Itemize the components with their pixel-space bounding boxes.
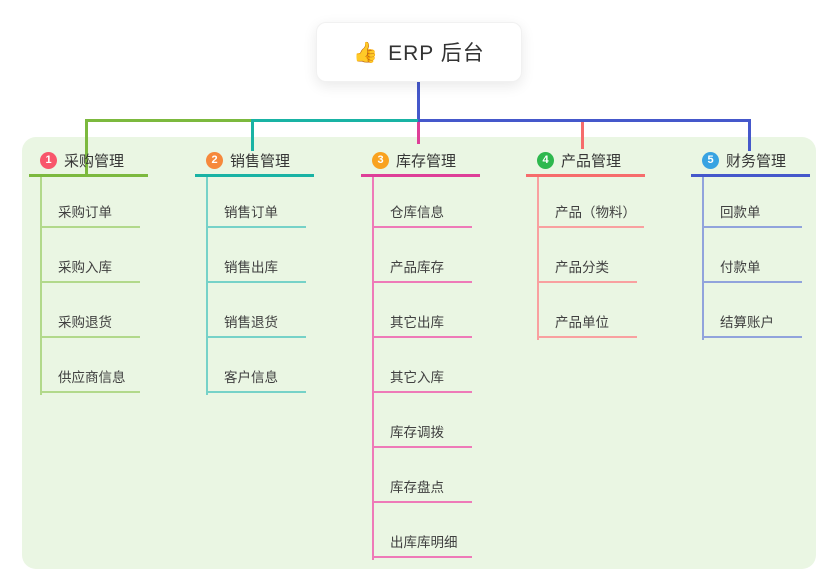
branch-header-finance[interactable]: 5 财务管理 (691, 146, 810, 177)
branch-label: 财务管理 (726, 152, 787, 170)
child-connector-line (702, 177, 704, 340)
node-item[interactable]: 采购退货 (40, 312, 140, 338)
connector-bus-blue (418, 119, 751, 122)
branch-number-badge: 3 (372, 151, 389, 169)
node-item[interactable]: 采购入库 (40, 257, 140, 283)
connector-drop-finance (748, 119, 751, 151)
branch-number-badge: 4 (537, 151, 554, 169)
root-node[interactable]: 👍 ERP 后台 (316, 22, 522, 82)
child-connector-line (206, 177, 208, 395)
node-item[interactable]: 其它出库 (372, 312, 472, 338)
node-item[interactable]: 其它入库 (372, 367, 472, 393)
connector-drop-inventory (417, 122, 420, 144)
connector-drop-purchase (85, 119, 88, 177)
node-item[interactable]: 仓库信息 (372, 202, 472, 228)
branch-number-badge: 1 (40, 151, 57, 169)
branch-number-badge: 2 (206, 151, 223, 169)
child-connector-line (40, 177, 42, 395)
branch-column-inventory: 3 库存管理 仓库信息 产品库存 其它出库 其它入库 库存调拨 库存盘点 出库库… (361, 0, 511, 588)
root-title: ERP 后台 (388, 42, 485, 65)
branch-label: 销售管理 (230, 152, 291, 170)
branch-column-sales: 2 销售管理 销售订单 销售出库 销售退货 客户信息 (195, 0, 345, 588)
child-connector-line (372, 177, 374, 560)
node-item[interactable]: 销售出库 (206, 257, 306, 283)
node-item[interactable]: 采购订单 (40, 202, 140, 228)
branch-column-product: 4 产品管理 产品（物料） 产品分类 产品单位 (526, 0, 676, 588)
node-item[interactable]: 产品分类 (537, 257, 637, 283)
node-item[interactable]: 出库库明细 (372, 532, 472, 558)
node-item[interactable]: 产品库存 (372, 257, 472, 283)
branch-header-sales[interactable]: 2 销售管理 (195, 146, 314, 177)
node-item[interactable]: 销售退货 (206, 312, 306, 338)
connector-drop-product (581, 122, 584, 149)
node-item[interactable]: 客户信息 (206, 367, 306, 393)
node-item[interactable]: 库存调拨 (372, 422, 472, 448)
node-item[interactable]: 供应商信息 (40, 367, 140, 393)
branch-label: 采购管理 (64, 152, 125, 170)
branch-column-finance: 5 财务管理 回款单 付款单 结算账户 (691, 0, 839, 588)
node-item[interactable]: 回款单 (702, 202, 802, 228)
node-item[interactable]: 付款单 (702, 257, 802, 283)
node-item[interactable]: 销售订单 (206, 202, 306, 228)
node-item[interactable]: 库存盘点 (372, 477, 472, 503)
connector-bus-teal (253, 119, 418, 122)
child-connector-line (537, 177, 539, 340)
node-item[interactable]: 产品单位 (537, 312, 637, 338)
branch-header-product[interactable]: 4 产品管理 (526, 146, 645, 177)
branch-column-purchase: 1 采购管理 采购订单 采购入库 采购退货 供应商信息 (29, 0, 179, 588)
branch-label: 产品管理 (561, 152, 622, 170)
connector-drop-sales (251, 119, 254, 151)
thumbs-up-icon: 👍 (353, 41, 379, 64)
node-item[interactable]: 产品（物料） (537, 202, 644, 228)
branches-panel (22, 137, 816, 569)
connector-bus-green (85, 119, 253, 122)
node-item[interactable]: 结算账户 (702, 312, 802, 338)
connector-root-line (417, 82, 420, 120)
branch-header-inventory[interactable]: 3 库存管理 (361, 146, 480, 177)
branch-label: 库存管理 (396, 152, 457, 170)
branch-header-purchase[interactable]: 1 采购管理 (29, 146, 148, 177)
branch-number-badge: 5 (702, 151, 719, 169)
